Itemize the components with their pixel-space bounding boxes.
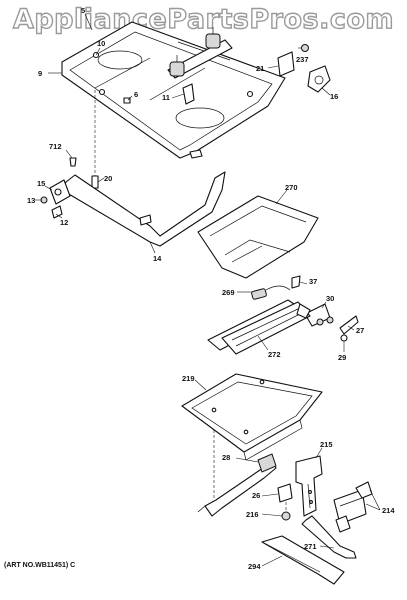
safety-valve-part[interactable] bbox=[333, 481, 373, 533]
callout-label: 21 bbox=[256, 64, 264, 73]
callout-label: 214 bbox=[382, 506, 395, 515]
flame-spreader-part[interactable] bbox=[197, 195, 319, 279]
leader-lines bbox=[35, 13, 381, 567]
callout-label: 13 bbox=[27, 196, 35, 205]
callout-label: 272 bbox=[268, 350, 281, 359]
callout-label: 12 bbox=[60, 218, 68, 227]
part-27-part[interactable] bbox=[339, 315, 359, 335]
callout-label: 712 bbox=[49, 142, 62, 151]
callout-label: 294 bbox=[248, 562, 261, 571]
air-shutter-part[interactable] bbox=[40, 179, 71, 219]
callout-label: 20 bbox=[104, 174, 112, 183]
callout-label: 6 bbox=[134, 90, 138, 99]
callout-label: 270 bbox=[285, 183, 298, 192]
broil-burner-part[interactable] bbox=[207, 299, 311, 355]
igniter-connector-part[interactable] bbox=[251, 285, 291, 300]
valve-manifold-part[interactable] bbox=[167, 27, 233, 79]
callout-label: 215 bbox=[320, 440, 333, 449]
callout-label: 15 bbox=[37, 179, 45, 188]
clip-37-part[interactable] bbox=[291, 275, 301, 289]
bake-plate-part[interactable] bbox=[181, 373, 323, 461]
part-216-part[interactable] bbox=[281, 511, 291, 521]
callout-label: 30 bbox=[326, 294, 334, 303]
callouts: 5 9 10 6 11 21 237 16 712 20 15 13 12 14… bbox=[27, 6, 395, 571]
orifice-holder-part[interactable] bbox=[277, 44, 331, 93]
callout-label: 11 bbox=[162, 93, 170, 102]
bolts-30-part[interactable] bbox=[304, 303, 334, 327]
gas-tube-part[interactable] bbox=[301, 515, 357, 559]
part-29-part[interactable] bbox=[340, 334, 348, 352]
burner-box-part[interactable] bbox=[61, 21, 286, 159]
screw-712-part[interactable] bbox=[69, 157, 77, 167]
callout-label: 16 bbox=[330, 92, 338, 101]
callout-label: 216 bbox=[246, 510, 259, 519]
callout-label: 271 bbox=[304, 542, 317, 551]
bake-burner-tube-part[interactable] bbox=[197, 430, 277, 517]
bracket-294-part[interactable] bbox=[261, 535, 345, 585]
callout-label: 27 bbox=[356, 326, 364, 335]
callout-label: 28 bbox=[222, 453, 230, 462]
callout-label: 10 bbox=[97, 39, 105, 48]
screw-part[interactable] bbox=[123, 97, 131, 104]
part-26-part[interactable] bbox=[277, 483, 293, 512]
bracket-215-part[interactable] bbox=[295, 455, 323, 517]
callout-label: 29 bbox=[338, 353, 346, 362]
callout-label: 26 bbox=[252, 491, 260, 500]
watermark-logo: AppliancePartsPros.com bbox=[12, 3, 395, 35]
callout-label: 237 bbox=[296, 55, 309, 64]
callout-label: 37 bbox=[309, 277, 317, 286]
callout-label: 14 bbox=[153, 254, 162, 263]
bracket-clip-part[interactable] bbox=[182, 83, 195, 105]
art-number: (ART NO.WB11451) C bbox=[4, 562, 76, 569]
callout-label: 269 bbox=[222, 288, 235, 297]
callout-label: 9 bbox=[38, 69, 42, 78]
callout-label: 219 bbox=[182, 374, 195, 383]
callout-label: 5 bbox=[81, 6, 85, 15]
pin-part[interactable] bbox=[91, 175, 99, 189]
